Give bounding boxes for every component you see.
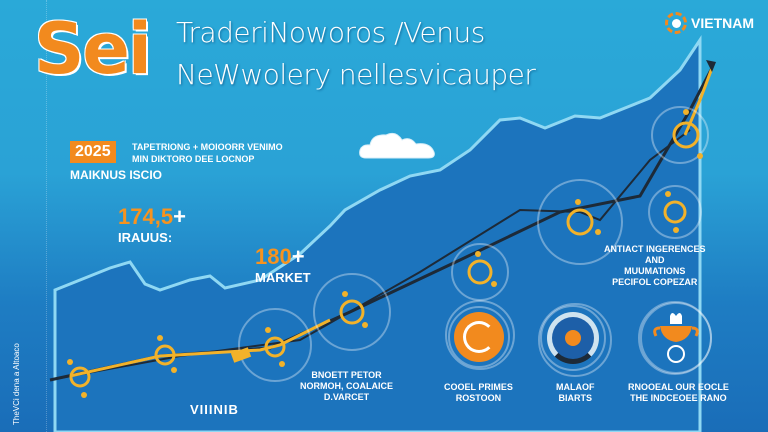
stat-2-suffix: + [291,244,305,269]
intro-blurb-line-2: MIN DIKTORO DEE LOCNOP [132,154,255,164]
stat-1-suffix: + [173,204,186,229]
year-badge: 2025 [70,141,116,163]
node-icon [69,366,91,388]
gear-ring-icon [665,12,687,34]
stat-2: 180+ MARKET [255,244,311,285]
cloud-icon [359,132,435,159]
stat-2-value: 180 [255,244,292,269]
arrow-head-icon [706,60,716,72]
growth-cycle-icon [448,306,510,368]
headline-line-2: NeWwolery nellesvicauper [176,58,536,91]
headline-line-1: TraderiNoworos /Venus [176,16,485,49]
stat-2-label: MARKET [255,270,311,285]
sei-logo: Sei [34,8,152,90]
brand-label: VIETNAM [691,15,754,31]
trophy-icon [640,302,712,374]
stat-1-label: IRAUUS: [118,230,173,245]
intro-subhead: MAIKNUS ISCIO [70,168,163,182]
highlight-line [69,318,331,378]
stat-1-value: 174,5 [118,204,174,229]
bottom-tag: VIIINIB [190,402,239,417]
gauge-icon [540,305,606,371]
left-decorative-strip [0,0,47,432]
intro-blurb-line-1: TAPETRIONG + MOIOORR VENIMO [132,142,283,152]
stat-1: 174,5+ IRAUUS: [118,204,186,245]
brand-badge: VIETNAM [665,12,754,34]
trend-line-2 [59,129,691,379]
mountain-area [53,35,702,432]
